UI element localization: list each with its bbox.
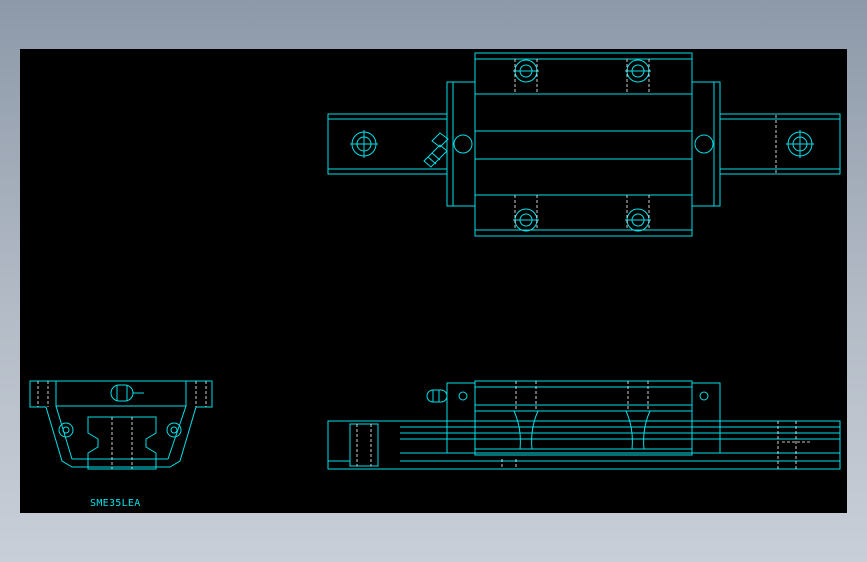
top-view-grease-nipple <box>423 132 449 168</box>
top-view-end-seals <box>446 81 721 207</box>
top-view-mounting-holes <box>513 59 651 232</box>
side-view-rail <box>327 420 841 470</box>
cad-viewport[interactable]: SME35LEA <box>20 49 847 513</box>
cad-drawing-canvas[interactable] <box>20 49 847 513</box>
side-view-grease-nipple <box>426 389 448 403</box>
top-view-block <box>474 52 693 237</box>
top-view <box>327 52 841 237</box>
side-view-block <box>446 380 721 456</box>
end-view-grease-nipple <box>110 384 144 402</box>
top-view-rail <box>327 113 841 175</box>
end-view-block <box>29 380 213 468</box>
part-number-label: SME35LEA <box>90 498 141 509</box>
end-view <box>29 380 213 470</box>
end-view-rail <box>87 416 157 470</box>
side-view <box>327 380 841 470</box>
